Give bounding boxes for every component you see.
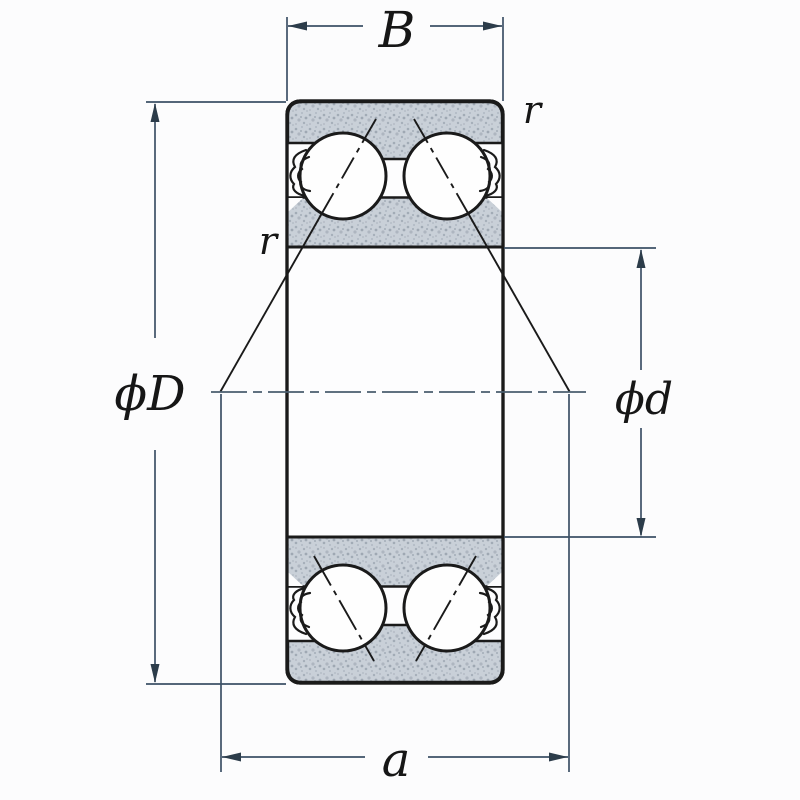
arrowhead-B-left: [288, 21, 307, 31]
arrowhead-a-left: [222, 752, 241, 762]
arrowhead-phiD-top: [150, 103, 160, 122]
arrowhead-B-right: [483, 21, 502, 31]
label-r-top-right: r: [523, 88, 544, 132]
dimension-phiD: ϕD: [114, 101, 286, 685]
label-B: B: [378, 1, 416, 59]
label-r-inner-left: r: [259, 219, 280, 263]
contact-line-top-left: [219, 118, 377, 392]
contact-angle-lines: [219, 118, 571, 662]
label-phiD: ϕD: [114, 366, 185, 422]
arrowhead-phid-top: [636, 249, 646, 268]
arrowhead-a-right: [549, 752, 568, 762]
arrowhead-phiD-bottom: [150, 664, 160, 683]
dimension-B: B: [286, 1, 504, 101]
dimension-phid: ϕd: [504, 247, 673, 538]
arrowhead-phid-bottom: [636, 518, 646, 537]
label-phid: ϕd: [615, 374, 673, 425]
dimension-a: a: [220, 394, 570, 788]
contact-line-top-right: [413, 118, 571, 392]
contact-line-bottom-left: [313, 555, 375, 662]
label-a: a: [382, 732, 411, 788]
contact-line-bottom-right: [415, 555, 477, 662]
